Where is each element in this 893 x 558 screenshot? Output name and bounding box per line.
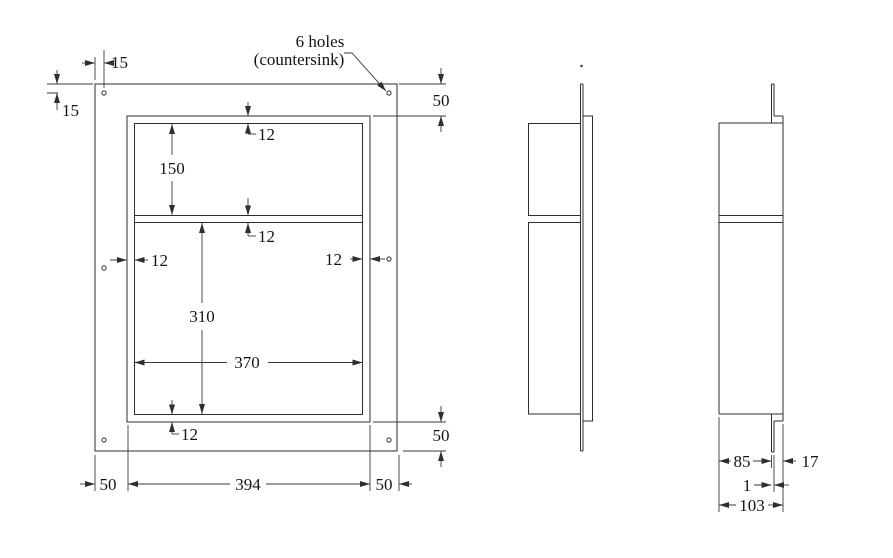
dim-label: 50 <box>376 475 393 494</box>
holes-annotation: 6 holes (countersink) <box>254 32 387 92</box>
dim-bottom-margin: 50 <box>433 406 450 467</box>
dim-top-margin: 50 <box>433 68 450 132</box>
dim-label: 12 <box>258 125 275 144</box>
dim-label: 12 <box>325 250 342 269</box>
dim-label: 50 <box>433 426 450 445</box>
dim-edge-offset-top: 15 <box>82 53 128 72</box>
dim-upper-opening-height: 150 <box>159 124 185 215</box>
frame-outer-outline <box>126 115 371 423</box>
plate-outline <box>94 83 398 452</box>
front-lip-edge <box>774 115 784 422</box>
dim-lip-depth: 17 <box>783 452 819 471</box>
front-lip-edge <box>583 115 593 422</box>
divider-lines <box>134 215 363 223</box>
dim-label: 370 <box>234 353 260 372</box>
front-view: 15 15 50 6 holes (countersink) 12 <box>47 32 450 494</box>
dim-label: 15 <box>111 53 128 72</box>
upper-recess-box <box>528 123 581 216</box>
dim-label: 310 <box>189 307 215 326</box>
dim-bottom-chain: 50 394 50 <box>80 475 412 494</box>
annotation-line1: 6 holes <box>296 32 345 51</box>
dim-label: 17 <box>802 452 820 471</box>
countersink-hole <box>386 437 392 443</box>
dim-frame-border-top: 12 <box>245 102 275 144</box>
plate-tab-bottom <box>771 414 775 453</box>
lower-recess-box <box>528 222 581 415</box>
dim-label: 12 <box>258 227 275 246</box>
section-profile-view: 85 17 1 103 <box>718 83 819 515</box>
dim-recess-depth: 85 <box>719 452 772 471</box>
countersink-hole <box>101 437 107 443</box>
dim-label: 150 <box>159 159 185 178</box>
dim-label: 50 <box>433 91 450 110</box>
plate-tab-top <box>771 83 775 123</box>
dim-edge-offset-left: 15 <box>54 70 79 120</box>
dim-label: 85 <box>734 452 751 471</box>
frame-inner-outline <box>134 123 363 415</box>
dim-label: 15 <box>62 101 79 120</box>
leader-line <box>344 52 387 92</box>
center-mark-dot <box>580 64 583 68</box>
countersink-hole <box>386 256 392 262</box>
extension-lines <box>718 417 784 512</box>
dim-opening-width: 370 <box>134 353 363 372</box>
countersink-hole <box>101 265 107 271</box>
extension-lines <box>47 50 446 491</box>
dim-plate-thickness: 1 <box>743 476 789 495</box>
dim-label: 12 <box>181 425 198 444</box>
dim-label: 103 <box>739 496 765 515</box>
countersink-hole <box>101 90 107 96</box>
dim-frame-border-left: 12 <box>110 251 168 270</box>
edge-profile-view <box>528 64 593 452</box>
divider-edge-lines <box>719 215 783 223</box>
body-outline <box>718 122 783 415</box>
countersink-hole <box>386 90 392 96</box>
dim-frame-border-bottom: 12 <box>169 400 198 444</box>
dim-lower-opening-height: 310 <box>189 223 215 414</box>
dim-label: 12 <box>151 251 168 270</box>
annotation-line2: (countersink) <box>254 50 345 69</box>
dim-label: 1 <box>743 476 752 495</box>
plate-edge-lines <box>580 83 584 452</box>
dim-label: 394 <box>235 475 261 494</box>
dim-divider-thickness: 12 <box>245 198 275 246</box>
dim-frame-border-right: 12 <box>325 250 385 269</box>
dim-label: 50 <box>100 475 117 494</box>
dim-total-depth: 103 <box>719 496 783 515</box>
